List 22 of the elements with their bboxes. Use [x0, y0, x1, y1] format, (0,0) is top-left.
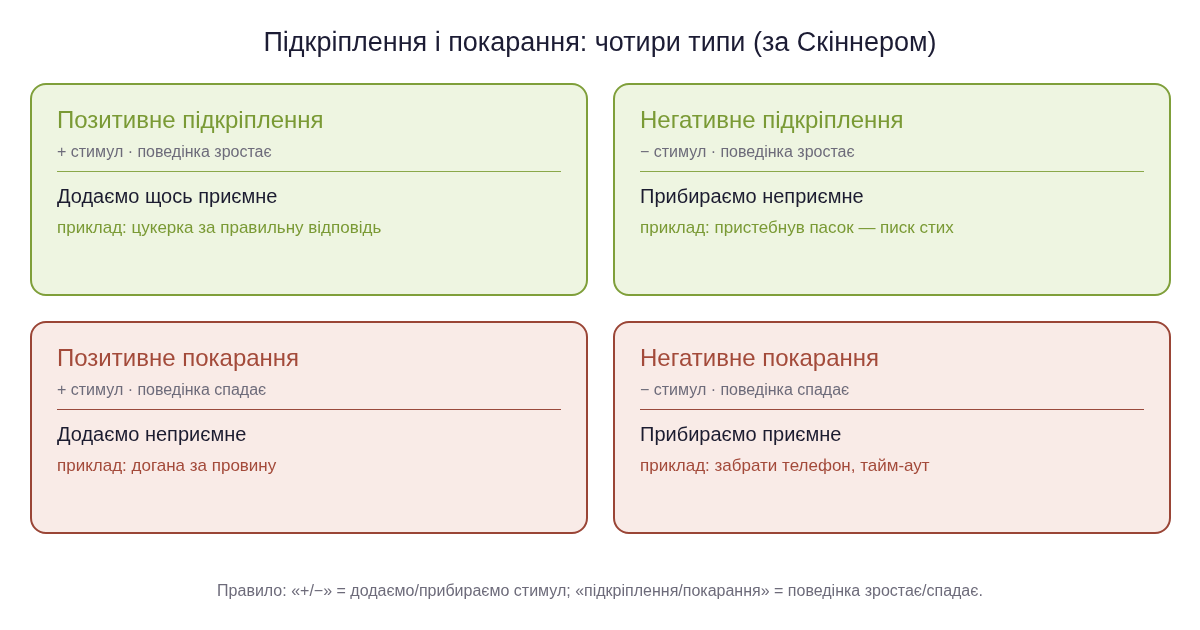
- card-body: Прибираємо приємне: [640, 422, 842, 447]
- card-subtitle: + стимул · поведінка спадає: [57, 380, 267, 400]
- category-card: [30, 321, 588, 534]
- card-heading: Негативне покарання: [640, 343, 880, 373]
- category-card: [30, 83, 588, 296]
- card-subtitle: − стимул · поведінка зростає: [640, 142, 855, 162]
- card-body: Додаємо неприємне: [57, 422, 247, 447]
- rule-note: Правило: «+/−» = додаємо/прибираємо стимул; «підкріплення/покарання» = поведінка зростає/спадає.: [217, 581, 983, 601]
- diagram-title: Підкріплення і покарання: чотири типи (за Скіннером): [263, 26, 937, 59]
- card-example: приклад: забрати телефон, тайм-аут: [640, 455, 930, 477]
- category-card: [613, 321, 1171, 534]
- card-subtitle: + стимул · поведінка зростає: [57, 142, 272, 162]
- card-body: Додаємо щось приємне: [57, 184, 278, 209]
- category-card: [613, 83, 1171, 296]
- card-example: приклад: цукерка за правильну відповідь: [57, 217, 382, 239]
- card-heading: Негативне підкріплення: [640, 105, 904, 135]
- card-example: приклад: догана за провину: [57, 455, 277, 477]
- card-subtitle: − стимул · поведінка спадає: [640, 380, 850, 400]
- card-heading: Позитивне покарання: [57, 343, 300, 373]
- card-heading: Позитивне підкріплення: [57, 105, 324, 135]
- card-example: приклад: пристебнув пасок — писк стих: [640, 217, 954, 239]
- card-body: Прибираємо неприємне: [640, 184, 864, 209]
